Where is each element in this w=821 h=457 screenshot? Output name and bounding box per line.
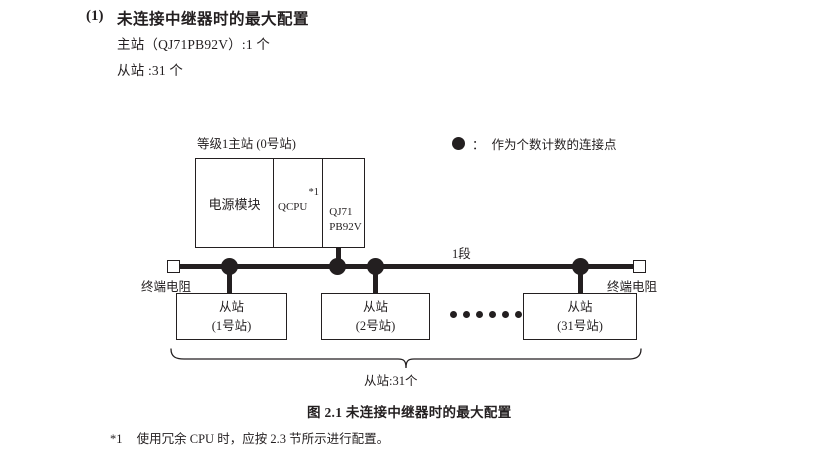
heading-number: (1): [86, 8, 104, 24]
bus-trunk-line: [178, 264, 636, 269]
legend-label: 作为个数计数的连接点: [491, 138, 617, 152]
legend: ： 作为个数计数的连接点: [452, 134, 617, 153]
slave1-drop-line: [227, 266, 232, 294]
footnote: *1 使用冗余 CPU 时，应按 2.3 节所示进行配置。: [110, 428, 389, 447]
power-supply-module-label: 电源模块: [208, 196, 261, 212]
legend-colon: ：: [472, 138, 485, 152]
cpu-module-cell: *1 QCPU: [274, 159, 323, 247]
terminator-right-label: 终端电阻: [607, 280, 658, 294]
filled-circle-icon: [452, 137, 465, 150]
footnote-text: 使用冗余 CPU 时，应按 2.3 节所示进行配置。: [136, 432, 390, 446]
ellipsis-dots-icon: [450, 311, 522, 318]
slave31-drop-line: [578, 266, 583, 294]
slave-station-name-1: 从站: [218, 300, 244, 315]
slave-station-number-1: (1号站): [211, 318, 252, 333]
network-module-label-line1: QJ71: [329, 206, 353, 219]
network-module-label-line2: PB92V: [329, 221, 362, 233]
terminator-right-icon: [633, 260, 646, 273]
footnote-mark: *1: [110, 432, 123, 446]
segment-label: 1段: [452, 247, 471, 261]
slave-station-name-31: 从站: [567, 300, 593, 315]
spec-master-count: 主站（QJ71PB92V）:1 个: [117, 37, 271, 52]
power-supply-module-cell: 电源模块: [196, 159, 274, 247]
slave-station-name-2: 从站: [362, 300, 388, 315]
cpu-module-label: QCPU: [278, 201, 308, 213]
slave2-drop-line: [373, 266, 378, 294]
slave-count-brace-label: 从站:31个: [364, 374, 418, 388]
slave-station-box-31: 从站 (31号站): [523, 293, 637, 340]
slave-station-number-31: (31号站): [557, 318, 603, 333]
terminator-left-icon: [167, 260, 180, 273]
master-rack: 电源模块 *1 QCPU QJ71 PB92V: [195, 158, 365, 248]
network-module-cell: QJ71 PB92V: [323, 159, 364, 247]
slave-station-box-2: 从站 (2号站): [321, 293, 430, 340]
master-drop-line: [336, 248, 341, 266]
slave-station-number-2: (2号站): [355, 318, 396, 333]
cpu-footnote-mark: *1: [308, 187, 320, 198]
terminator-left-label: 终端电阻: [141, 280, 192, 294]
slave-count-brace: [170, 348, 642, 375]
heading-title: 未连接中继器时的最大配置: [117, 11, 310, 28]
master-station-label: 等级1主站 (0号站): [197, 137, 296, 151]
connection-point-icon-master: [329, 258, 346, 275]
slave-station-box-1: 从站 (1号站): [176, 293, 287, 340]
spec-slave-count: 从站 :31 个: [117, 63, 184, 78]
figure-caption: 图 2.1 未连接中继器时的最大配置: [307, 405, 512, 420]
